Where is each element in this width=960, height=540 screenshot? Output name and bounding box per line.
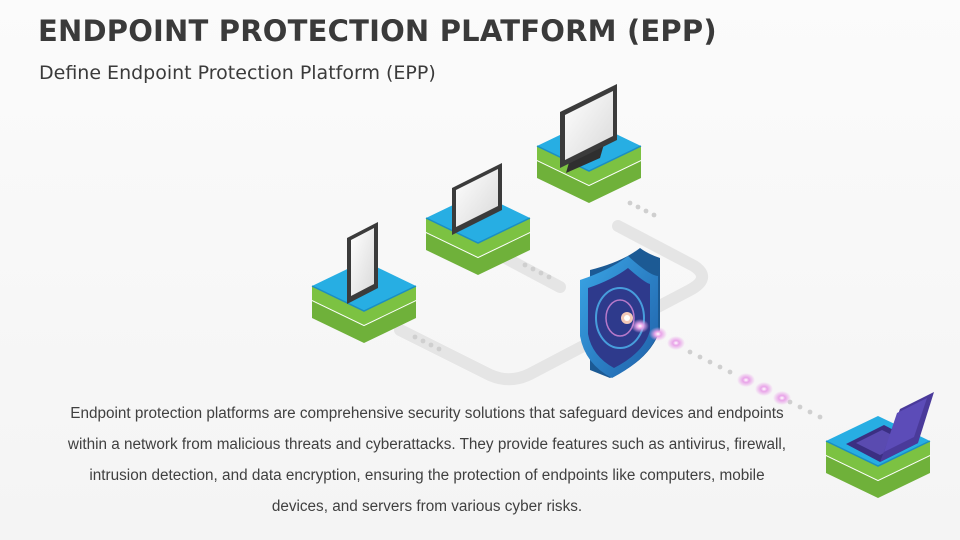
shield-icon bbox=[580, 248, 660, 378]
data-packets bbox=[631, 319, 791, 405]
page-title: ENDPOINT PROTECTION PLATFORM (EPP) bbox=[38, 14, 717, 48]
description-text: Endpoint protection platforms are compre… bbox=[67, 405, 787, 515]
laptop-icon bbox=[846, 392, 934, 462]
tablet-icon bbox=[452, 163, 502, 235]
monitor-icon bbox=[560, 84, 617, 173]
smartphone-icon bbox=[347, 222, 378, 304]
connector-dots bbox=[412, 200, 823, 420]
page-subtitle: Define Endpoint Protection Platform (EPP… bbox=[39, 62, 436, 84]
